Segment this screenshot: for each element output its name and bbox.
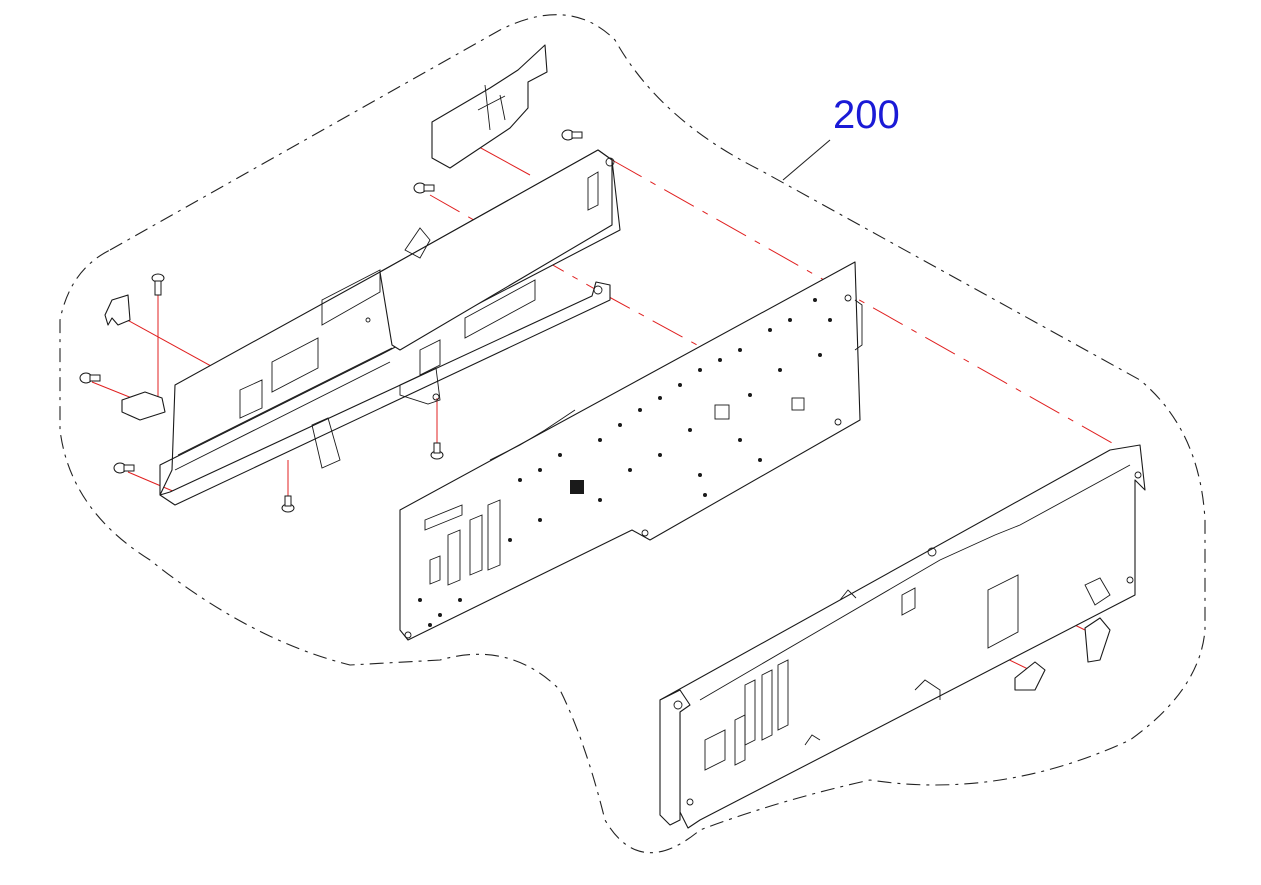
main-board-frame	[159, 149, 621, 506]
pcb-components	[418, 298, 832, 627]
callout-leader	[782, 139, 831, 181]
shield-plate	[431, 44, 548, 169]
cable-clip	[104, 294, 1111, 691]
assembly-callout-number: 200	[833, 93, 900, 137]
right-bracket-frame	[659, 444, 1146, 829]
main-board-pcb	[399, 261, 863, 641]
assembly-boundary	[59, 14, 1206, 854]
screw	[79, 129, 583, 513]
